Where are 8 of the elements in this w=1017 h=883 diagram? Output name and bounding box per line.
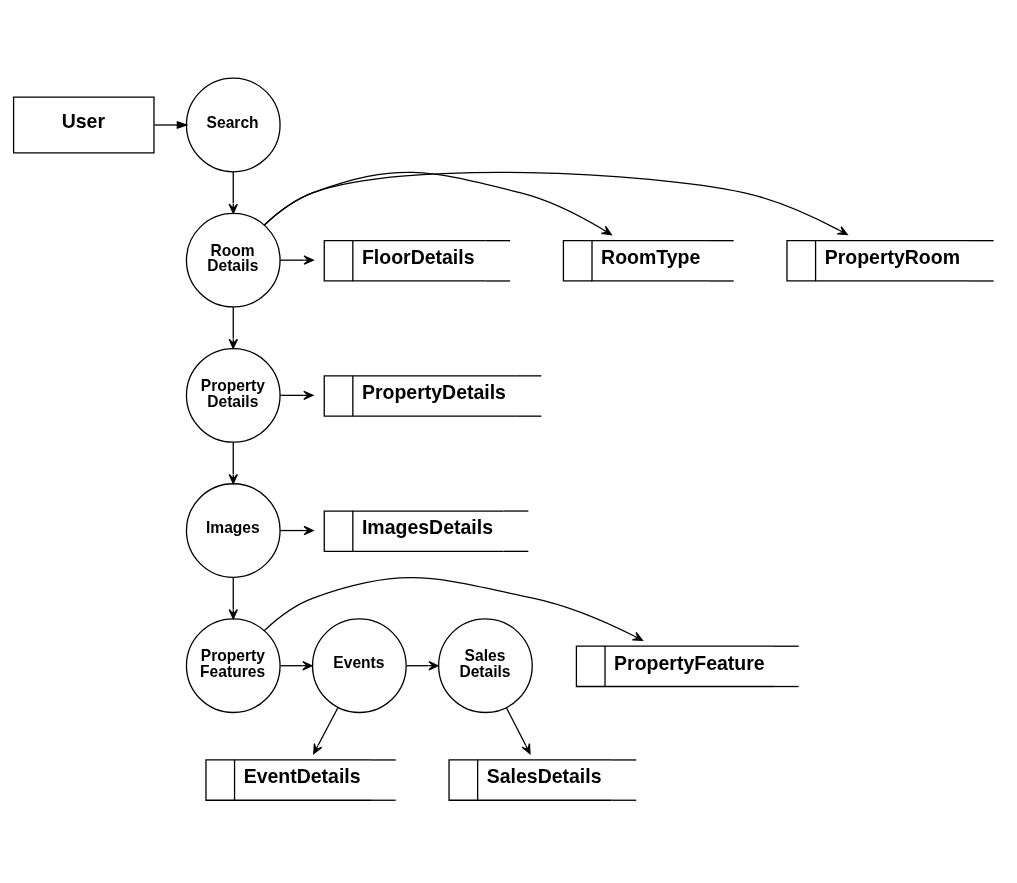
node-text: FloorDetails bbox=[361, 246, 475, 269]
node-text: PropertyFeature bbox=[614, 651, 765, 674]
node-text: RoomType bbox=[601, 246, 701, 269]
node-text: ImagesDetails bbox=[361, 516, 493, 539]
node-text: PropertyDetails bbox=[361, 381, 506, 404]
node-text: EventDetails bbox=[243, 765, 361, 788]
node-text: SalesDetails bbox=[486, 765, 602, 788]
node-text: PropertyRoom bbox=[824, 246, 961, 269]
